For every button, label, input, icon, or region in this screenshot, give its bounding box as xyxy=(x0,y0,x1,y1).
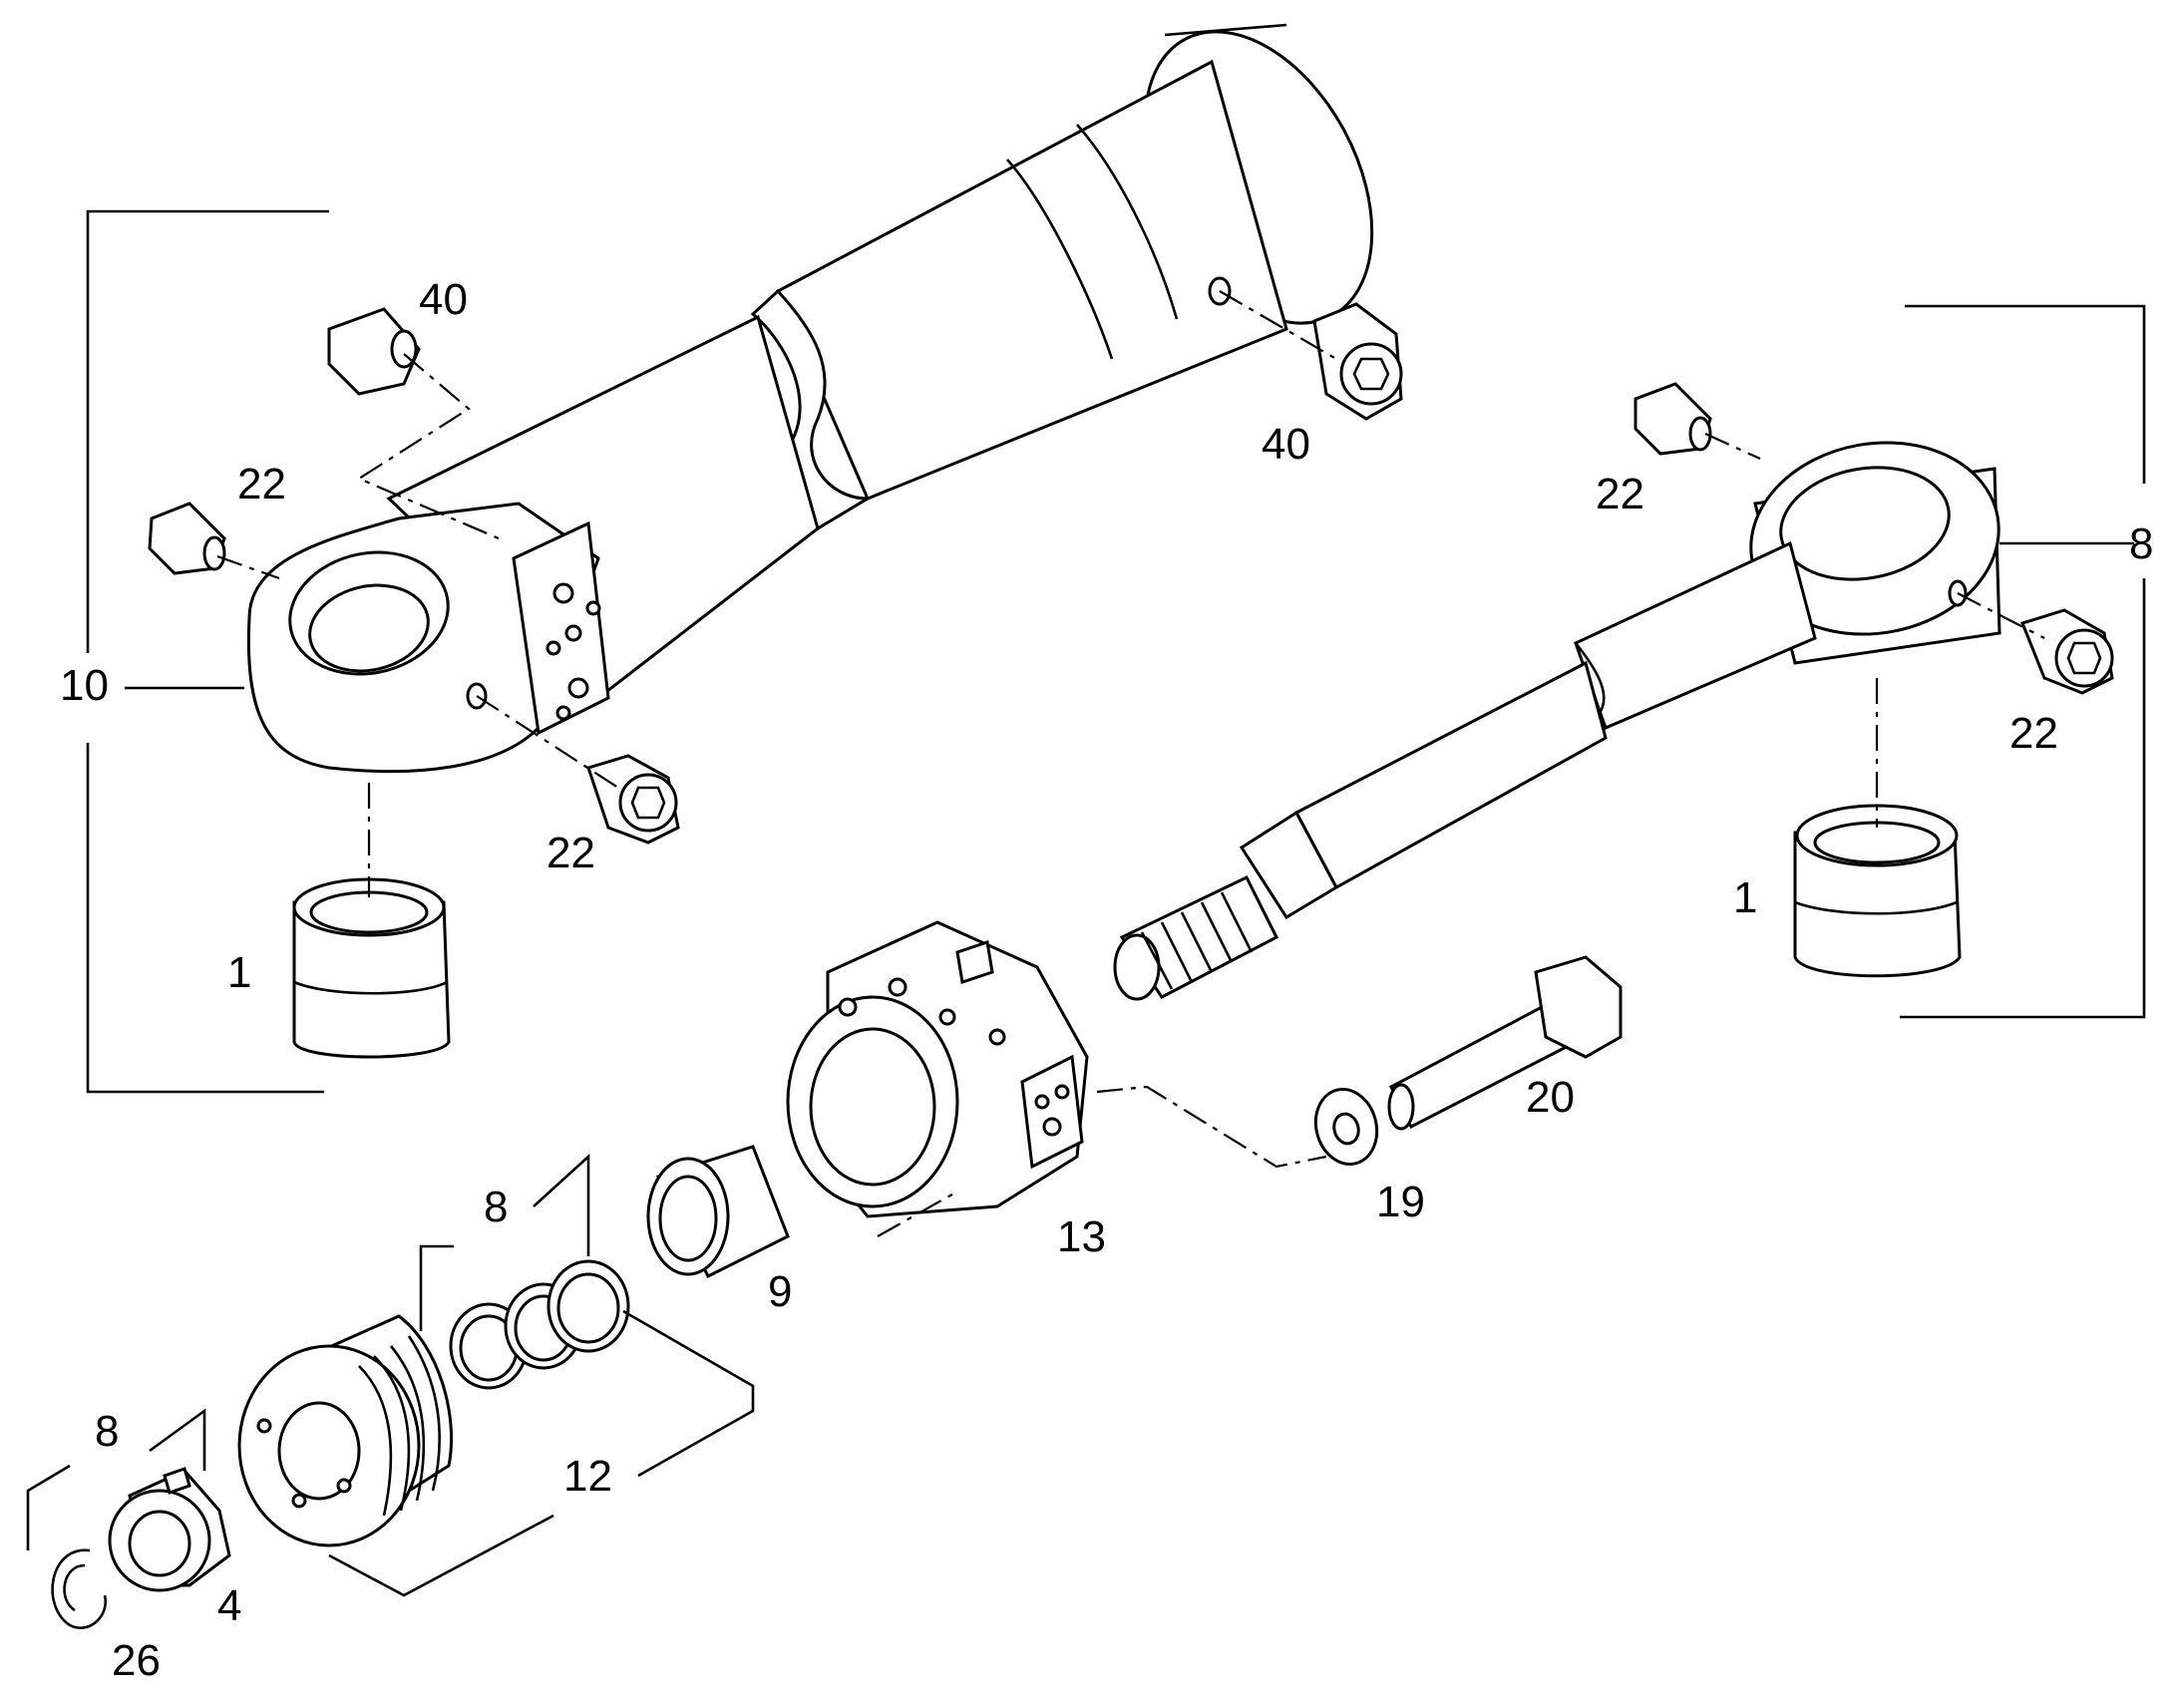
callout-8-right: 8 xyxy=(2129,519,2153,568)
seal-rings xyxy=(449,1259,630,1390)
callout-22-right-top: 22 xyxy=(1596,470,1644,518)
piston xyxy=(237,1314,453,1547)
bushing-1-left xyxy=(292,877,451,1059)
callout-22-left-top: 22 xyxy=(237,460,286,509)
washer-19 xyxy=(1313,1087,1379,1167)
callout-8-mid: 8 xyxy=(484,1183,508,1231)
plug-22-right-bottom xyxy=(2020,608,2114,695)
callout-10: 10 xyxy=(60,661,109,710)
callout-13: 13 xyxy=(1057,1212,1106,1261)
plug-22-left-bottom xyxy=(586,754,680,845)
bracket-8-mid xyxy=(419,1154,590,1331)
callout-12: 12 xyxy=(563,1452,612,1501)
cylinder-tube xyxy=(246,23,1374,774)
bushing-1-right xyxy=(1793,804,1962,978)
bracket-10 xyxy=(86,209,329,1094)
callout-8-left: 8 xyxy=(95,1407,119,1456)
plug-22-left-top xyxy=(148,502,226,575)
callout-22-right-bottom: 22 xyxy=(2009,709,2058,758)
callout-1-right: 1 xyxy=(1733,873,1757,922)
piston-rod xyxy=(1113,441,2001,1001)
callout-40-right: 40 xyxy=(1262,420,1310,469)
callout-1-left: 1 xyxy=(227,948,251,997)
bracket-12 xyxy=(328,1309,755,1597)
callout-9: 9 xyxy=(768,1267,792,1316)
callout-4: 4 xyxy=(217,1581,241,1630)
plug-22-right-top xyxy=(1634,382,1712,456)
callout-40-top: 40 xyxy=(419,275,468,324)
assembly-lines xyxy=(216,290,2045,1237)
callout-26: 26 xyxy=(112,1636,161,1685)
plug-40-top xyxy=(327,307,421,396)
bearing-9 xyxy=(646,1145,790,1279)
bracket-8-left xyxy=(26,1408,206,1550)
callout-19: 19 xyxy=(1376,1178,1425,1226)
bolt-20 xyxy=(1387,955,1623,1131)
snap-ring-26 xyxy=(51,1548,108,1629)
bracket-8-right xyxy=(1900,304,2146,1019)
nut-4 xyxy=(108,1467,231,1592)
plug-40-right xyxy=(1312,302,1403,421)
callout-20: 20 xyxy=(1526,1073,1575,1122)
callout-22-left-bottom: 22 xyxy=(546,829,595,877)
cylinder-head-gland xyxy=(786,920,1089,1218)
